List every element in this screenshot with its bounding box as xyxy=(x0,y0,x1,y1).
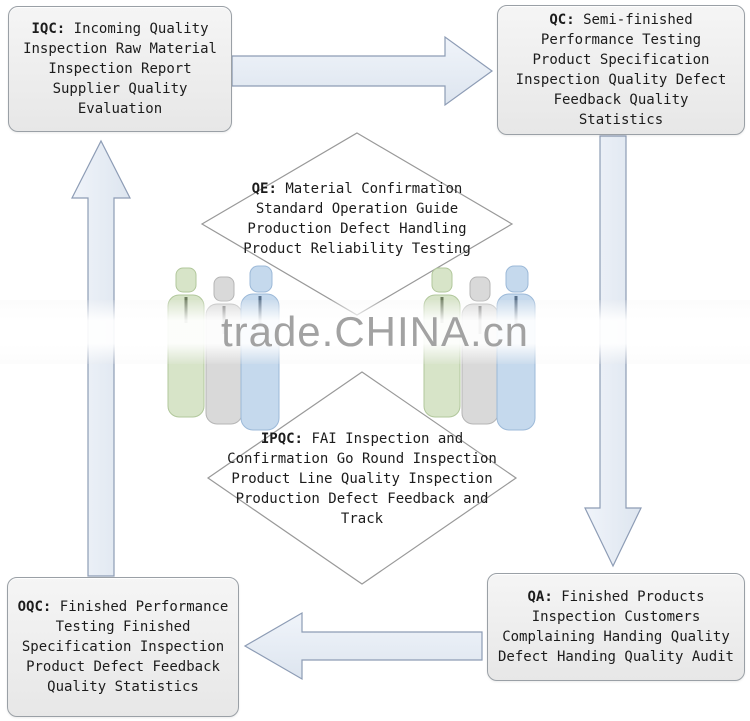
iqc-box-text: IQC: Incoming Quality Inspection Raw Mat… xyxy=(21,19,219,119)
iqc-box-body: Incoming Quality Inspection Raw Material… xyxy=(23,21,217,117)
qe-label-body: Material Confirmation Standard Operation… xyxy=(243,181,471,257)
qa-box-prefix: QA: xyxy=(527,589,553,605)
arrow-qc-to-qa-icon xyxy=(584,135,642,568)
ipqc-diamond xyxy=(206,371,518,585)
iqc-box-prefix: IQC: xyxy=(31,21,66,37)
oqc-box-text: OQC: Finished Performance Testing Finish… xyxy=(16,597,230,697)
person-green-icon xyxy=(423,267,461,418)
arrow-qa-to-oqc-icon xyxy=(243,611,483,681)
ipqc-label-body: FAI Inspection and Confirmation Go Round… xyxy=(227,431,497,527)
qc-box-text: QC: Semi-finished Performance Testing Pr… xyxy=(511,10,731,130)
qa-box-text: QA: Finished Products Inspection Custome… xyxy=(497,587,735,667)
person-gray-icon xyxy=(461,276,499,425)
ipqc-diamond-label: IPQC: FAI Inspection and Confirmation Go… xyxy=(225,429,499,529)
arrow-iqc-to-qc-icon xyxy=(231,35,494,107)
qe-diamond-label: QE: Material Confirmation Standard Opera… xyxy=(241,179,473,259)
people-group-left xyxy=(167,265,280,431)
oqc-box-prefix: OQC: xyxy=(17,599,52,615)
arrow-oqc-to-iqc-icon xyxy=(71,139,131,577)
person-blue-icon xyxy=(240,265,280,431)
qc-box-body: Semi-finished Performance Testing Produc… xyxy=(515,12,727,128)
qa-box-body: Finished Products Inspection Customers C… xyxy=(497,589,734,665)
qe-label-prefix: QE: xyxy=(251,181,277,197)
ipqc-label-prefix: IPQC: xyxy=(260,431,303,447)
oqc-box-body: Finished Performance Testing Finished Sp… xyxy=(21,599,229,695)
person-blue-icon xyxy=(496,265,536,431)
qc-box-prefix: QC: xyxy=(549,12,575,28)
person-gray-icon xyxy=(205,276,243,425)
people-group-right xyxy=(423,265,536,431)
oqc-box: OQC: Finished Performance Testing Finish… xyxy=(7,577,239,717)
iqc-box: IQC: Incoming Quality Inspection Raw Mat… xyxy=(8,6,232,132)
qa-box: QA: Finished Products Inspection Custome… xyxy=(487,573,745,681)
qc-box: QC: Semi-finished Performance Testing Pr… xyxy=(497,5,745,135)
person-green-icon xyxy=(167,267,205,418)
